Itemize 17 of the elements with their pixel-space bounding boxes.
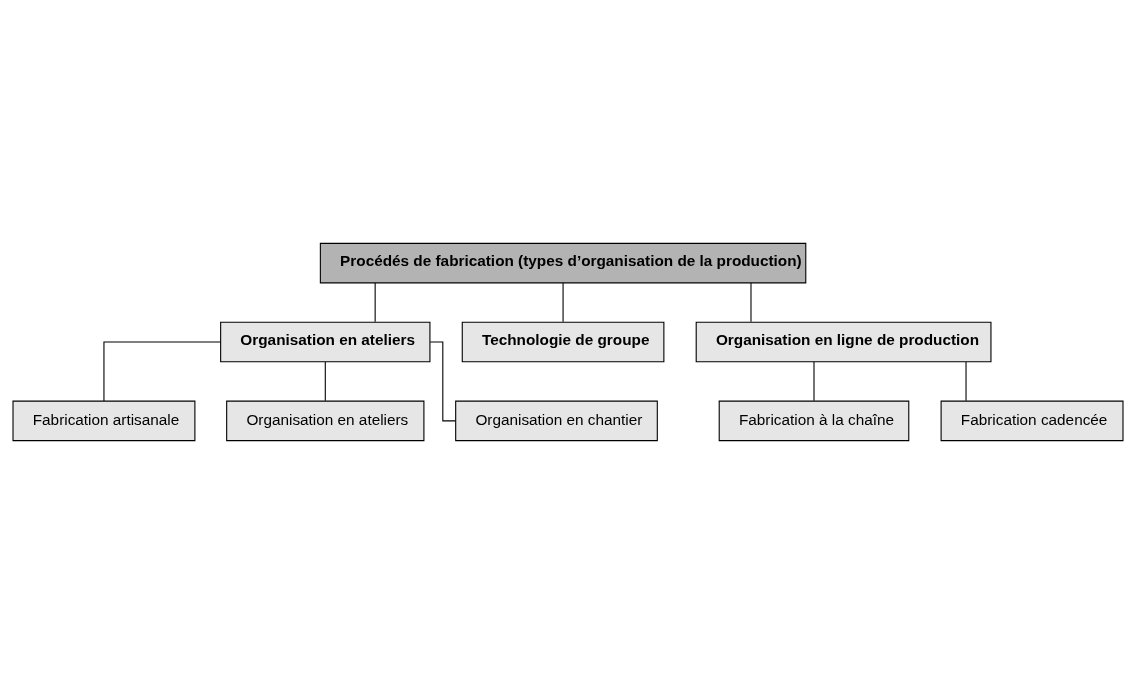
node-box: Technologie de groupe [461,321,665,363]
connector [562,282,564,323]
node-box: Organisation en ligne de production [695,321,992,363]
node-box: Fabrication cadencée [940,400,1124,442]
connector [374,282,376,323]
node-box: Fabrication à la chaîne [718,400,910,442]
node-box: Procédés de fabrication (types d’organisation de la production) [319,242,807,284]
connector [103,341,221,402]
connector [813,361,815,402]
connector [965,361,967,402]
node-box: Organisation en ateliers [226,400,425,442]
connector [324,361,326,402]
connector [429,341,456,422]
node-box: Organisation en ateliers [220,321,431,363]
node-box: Fabrication artisanale [12,400,196,442]
connector [750,282,752,323]
node-box: Organisation en chantier [455,400,658,442]
